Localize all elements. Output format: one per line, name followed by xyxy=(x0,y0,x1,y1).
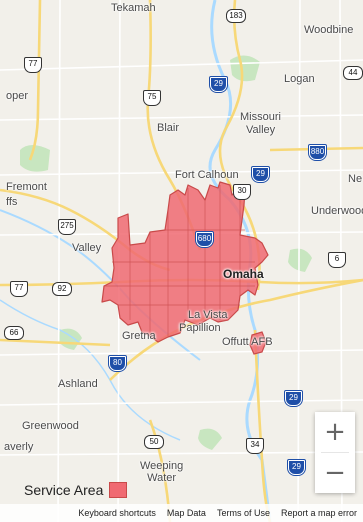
place-blair: Blair xyxy=(157,122,180,134)
place-offutt: Offutt AFB xyxy=(222,336,273,348)
zoom-out-button[interactable]: − xyxy=(315,453,355,493)
interstate-80-shield: 80 xyxy=(109,356,126,371)
place-la-vista: La Vista xyxy=(188,309,228,321)
map-legend: Service Area xyxy=(24,478,128,502)
place-weeping-water: Weeping Water xyxy=(140,460,184,484)
place-ne: Ne xyxy=(348,173,363,185)
route-92-shield: 92 xyxy=(52,282,72,296)
route-30-shield: 30 xyxy=(233,184,251,200)
place-tekamah: Tekamah xyxy=(111,2,156,14)
interstate-29-shield: 29 xyxy=(252,167,269,182)
route-34-shield: 34 xyxy=(246,438,264,454)
legend-swatch xyxy=(109,482,128,498)
place-underwood: Underwood xyxy=(311,205,363,217)
place-papillion: Papillion xyxy=(179,322,221,334)
zoom-in-button[interactable]: + xyxy=(315,412,355,452)
route-77-shield: 77 xyxy=(24,57,42,73)
place-valley: Valley xyxy=(72,242,102,254)
route-75-shield: 75 xyxy=(143,90,161,106)
place-valley-ia: Valley xyxy=(246,124,276,136)
place-gretna: Gretna xyxy=(122,330,156,342)
route-50-shield: 50 xyxy=(144,435,164,449)
place-greenwood: Greenwood xyxy=(22,420,79,432)
route-183-shield: 183 xyxy=(226,9,246,23)
interstate-29-shield: 29 xyxy=(285,391,302,406)
place-waverly: averly xyxy=(4,441,34,453)
place-fremont: Fremont xyxy=(6,181,47,193)
interstate-29-shield: 29 xyxy=(288,460,305,475)
legend-label: Service Area xyxy=(24,482,104,498)
route-66-shield: 66 xyxy=(4,326,24,340)
route-77-shield: 77 xyxy=(10,281,28,297)
place-omaha: Omaha xyxy=(223,267,264,281)
place-logan: Logan xyxy=(284,73,315,85)
zoom-divider xyxy=(321,452,349,453)
map-footer: Keyboard shortcuts Map Data Terms of Use… xyxy=(0,504,363,522)
place-fort-calhoun: Fort Calhoun xyxy=(175,169,239,181)
service-area-offutt[interactable] xyxy=(249,331,267,355)
place-ffs: ffs xyxy=(6,196,18,208)
place-woodbine: Woodbine xyxy=(304,24,354,36)
route-6-shield: 6 xyxy=(328,252,346,268)
keyboard-shortcuts-link[interactable]: Keyboard shortcuts xyxy=(78,508,156,518)
route-44-shield: 44 xyxy=(343,66,363,80)
place-ashland: Ashland xyxy=(58,378,98,390)
park-areas xyxy=(20,55,312,450)
service-area-subdivisions xyxy=(104,185,255,336)
interstate-880-shield: 880 xyxy=(309,145,326,160)
map-data-link[interactable]: Map Data xyxy=(166,508,206,518)
route-275-shield: 275 xyxy=(58,219,76,235)
report-map-error-link[interactable]: Report a map error xyxy=(280,508,357,518)
place-oper: oper xyxy=(6,90,29,102)
interstate-29-shield: 29 xyxy=(210,77,227,92)
place-missouri: Missouri xyxy=(240,111,281,123)
terms-of-use-link[interactable]: Terms of Use xyxy=(216,508,270,518)
zoom-control: + − xyxy=(315,412,355,493)
interstate-680-shield: 680 xyxy=(196,232,213,247)
